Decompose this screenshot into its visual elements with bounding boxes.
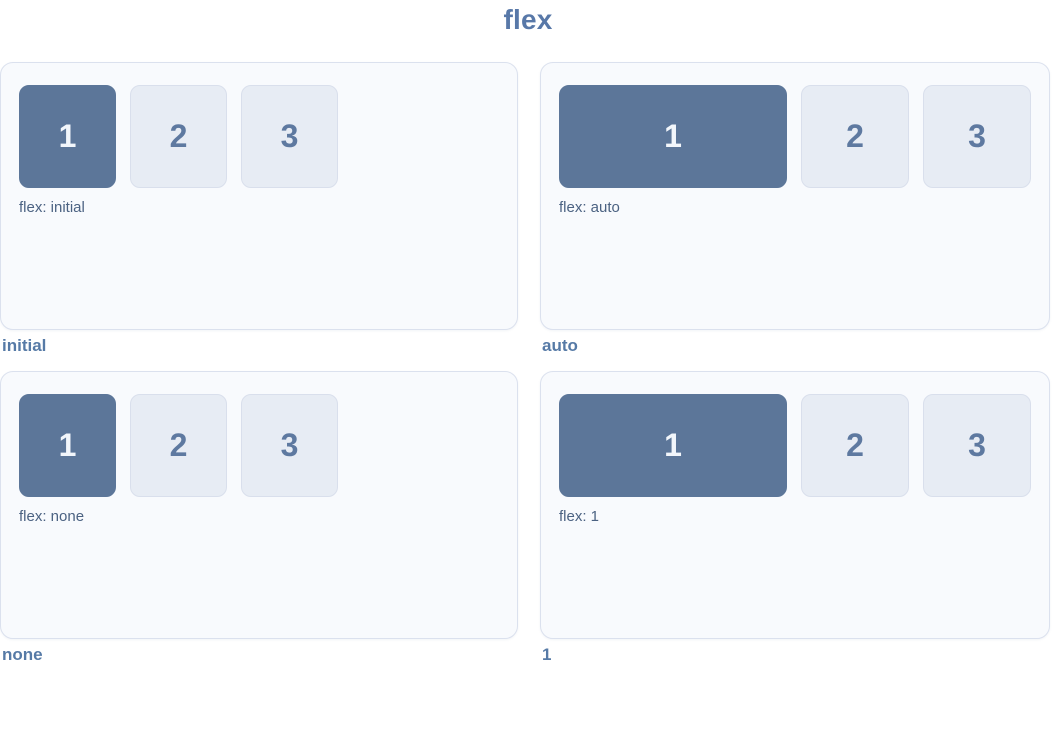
example-card-auto: 1 2 3 flex: auto (540, 62, 1050, 330)
flex-item-1: 1 (559, 85, 787, 188)
example-cell-none: 1 2 3 flex: none none (0, 371, 518, 665)
examples-grid: 1 2 3 flex: initial initial 1 2 3 flex: … (0, 62, 1056, 680)
flex-css-caption: flex: 1 (559, 508, 600, 525)
example-cell-initial: 1 2 3 flex: initial initial (0, 62, 518, 356)
flex-css-caption: flex: none (19, 508, 85, 525)
flex-row: 1 2 3 (19, 394, 499, 497)
flex-item-3: 3 (923, 85, 1031, 188)
example-cell-1: 1 2 3 flex: 1 1 (540, 371, 1050, 665)
example-card-initial: 1 2 3 flex: initial (0, 62, 518, 330)
example-card-1: 1 2 3 flex: 1 (540, 371, 1050, 639)
flex-item-2: 2 (801, 85, 909, 188)
example-label: auto (542, 336, 578, 355)
example-label: none (2, 645, 43, 664)
page-title: flex (503, 4, 553, 35)
example-card-none: 1 2 3 flex: none (0, 371, 518, 639)
example-cell-auto: 1 2 3 flex: auto auto (540, 62, 1050, 356)
flex-item-2: 2 (130, 394, 227, 497)
flex-css-caption: flex: auto (559, 199, 620, 216)
flex-row: 1 2 3 (559, 394, 1031, 497)
flex-item-3: 3 (923, 394, 1031, 497)
flex-item-1: 1 (19, 394, 116, 497)
flex-row: 1 2 3 (559, 85, 1031, 188)
flex-item-1: 1 (19, 85, 116, 188)
flex-item-2: 2 (130, 85, 227, 188)
example-label: 1 (542, 645, 552, 664)
flex-item-3: 3 (241, 394, 338, 497)
flex-item-3: 3 (241, 85, 338, 188)
example-label: initial (2, 336, 47, 355)
flex-item-2: 2 (801, 394, 909, 497)
flex-css-caption: flex: initial (19, 199, 85, 216)
flex-row: 1 2 3 (19, 85, 499, 188)
flex-item-1: 1 (559, 394, 787, 497)
